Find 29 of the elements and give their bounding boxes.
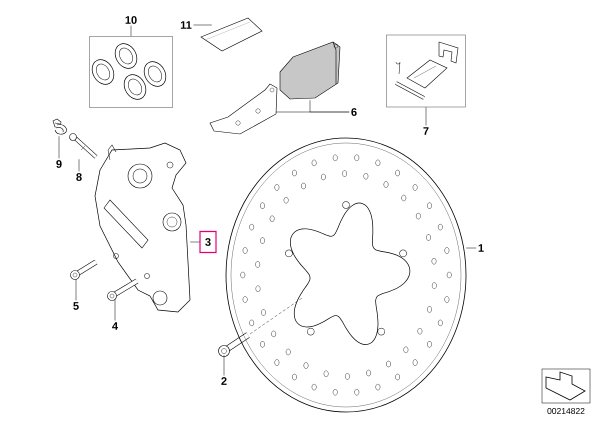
bleeder-cap-drawing <box>52 118 67 134</box>
callout-number: 9 <box>56 160 62 168</box>
seal-kit-box <box>89 36 173 108</box>
pad-shim-drawing <box>210 84 278 134</box>
brake-caliper-drawing <box>94 142 190 312</box>
leader-line <box>114 298 116 321</box>
highlighted-callout-number: 3 <box>199 230 217 254</box>
brake-pad-drawing <box>280 42 340 100</box>
callout-number: 5 <box>73 302 79 310</box>
callout-number: 6 <box>351 108 357 116</box>
callout-number: 1 <box>478 244 484 252</box>
brake-disc-drawing <box>226 138 466 412</box>
callout-number: 11 <box>180 21 192 29</box>
callout-number: 7 <box>423 127 429 135</box>
bolt-drawing <box>70 260 98 280</box>
leader-line <box>78 158 80 172</box>
part-number-label: 00214822 <box>547 408 584 414</box>
bleeder-screw-drawing <box>69 133 98 159</box>
callout-number: 2 <box>221 377 227 385</box>
bolt-drawing <box>218 332 250 357</box>
leader-line <box>193 24 212 26</box>
callout-number: 10 <box>126 16 137 24</box>
pad-hardware-kit-box <box>386 34 466 108</box>
bolt-drawing <box>107 278 138 301</box>
callout-number: 4 <box>112 322 118 330</box>
leader-line <box>130 25 132 36</box>
leader-line <box>58 136 60 159</box>
leader-line <box>310 100 350 112</box>
callout-number: 8 <box>76 173 82 181</box>
